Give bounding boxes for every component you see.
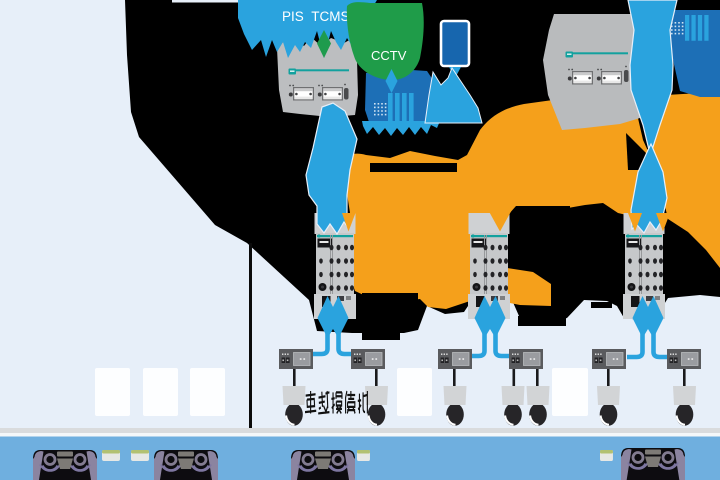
svg-text:PIS TCMS: PIS TCMS (282, 9, 350, 24)
svg-text:CCTV: CCTV (371, 48, 407, 63)
